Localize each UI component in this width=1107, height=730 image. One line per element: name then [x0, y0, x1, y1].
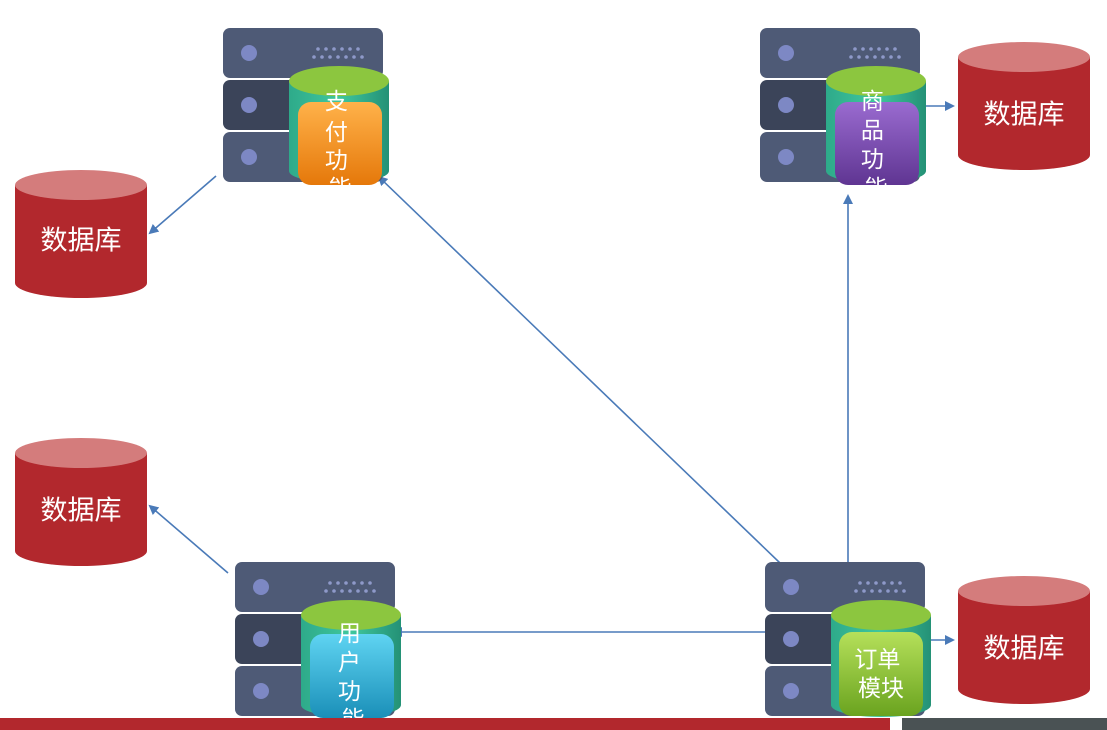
module-user: 用 户 功 能 [301, 600, 401, 730]
database-label: 数据库 [41, 226, 122, 257]
footer-bar-gray [902, 718, 1107, 730]
database-label: 数据库 [41, 496, 122, 527]
module-order: 订单 模块 [831, 600, 931, 717]
module-product: 商 品 功 能 [826, 66, 926, 202]
connector-arrows [148, 101, 955, 645]
database-user: 数据库 [15, 438, 147, 566]
arrow-user-to-db [148, 504, 229, 574]
arrow-order-to-payment [377, 175, 781, 564]
module-label: 商 品 功 能 [861, 89, 891, 202]
database-product: 数据库 [958, 42, 1090, 170]
database-payment: 数据库 [15, 170, 147, 298]
arrow-payment-to-db [148, 175, 217, 235]
database-label: 数据库 [984, 100, 1065, 131]
module-label: 用 户 功 能 [338, 621, 368, 730]
database-order: 数据库 [958, 576, 1090, 704]
module-payment: 支 付 功 能 [289, 66, 389, 202]
database-label: 数据库 [984, 634, 1065, 665]
module-label: 订单 模块 [854, 647, 907, 702]
module-label: 支 付 功 能 [325, 89, 355, 202]
footer-bar-red [0, 718, 890, 730]
